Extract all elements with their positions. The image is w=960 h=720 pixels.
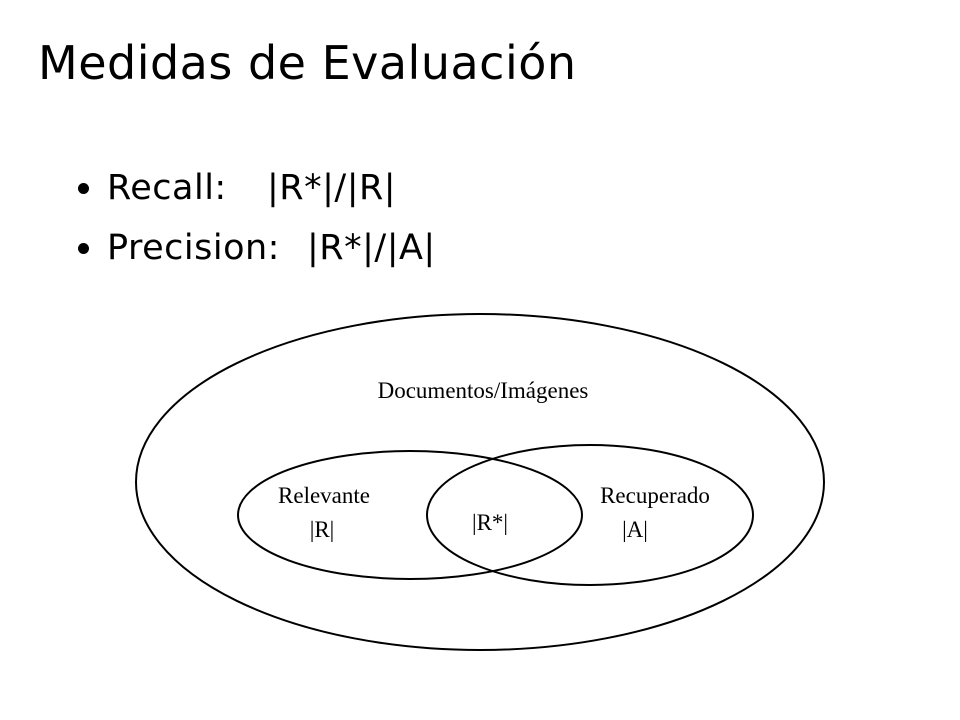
relevant-ellipse bbox=[237, 450, 583, 580]
bullet-precision: Precision: |R*|/|A| bbox=[78, 218, 436, 278]
universe-label: Documentos/Imágenes bbox=[378, 378, 589, 403]
retrieved-label: Recuperado bbox=[600, 483, 710, 508]
page-title: Medidas de Evaluación bbox=[38, 36, 577, 90]
retrieved-ellipse bbox=[426, 444, 754, 586]
relevant-count: |R| bbox=[310, 517, 335, 542]
bullet-dot-icon bbox=[78, 182, 89, 194]
bullet-recall: Recall: |R*|/|R| bbox=[78, 158, 436, 218]
universe-ellipse bbox=[135, 313, 825, 651]
bullet-dot-icon bbox=[78, 242, 89, 254]
relevant-label: Relevante bbox=[278, 483, 370, 508]
recall-label: Recall: bbox=[107, 168, 227, 208]
recall-formula: |R*|/|R| bbox=[267, 168, 397, 208]
bullet-list: Recall: |R*|/|R| Precision: |R*|/|A| bbox=[78, 158, 436, 278]
precision-formula: |R*|/|A| bbox=[307, 228, 436, 268]
intersection-count: |R*| bbox=[472, 510, 508, 535]
retrieved-count: |A| bbox=[622, 517, 648, 542]
precision-label: Precision: bbox=[107, 228, 280, 268]
